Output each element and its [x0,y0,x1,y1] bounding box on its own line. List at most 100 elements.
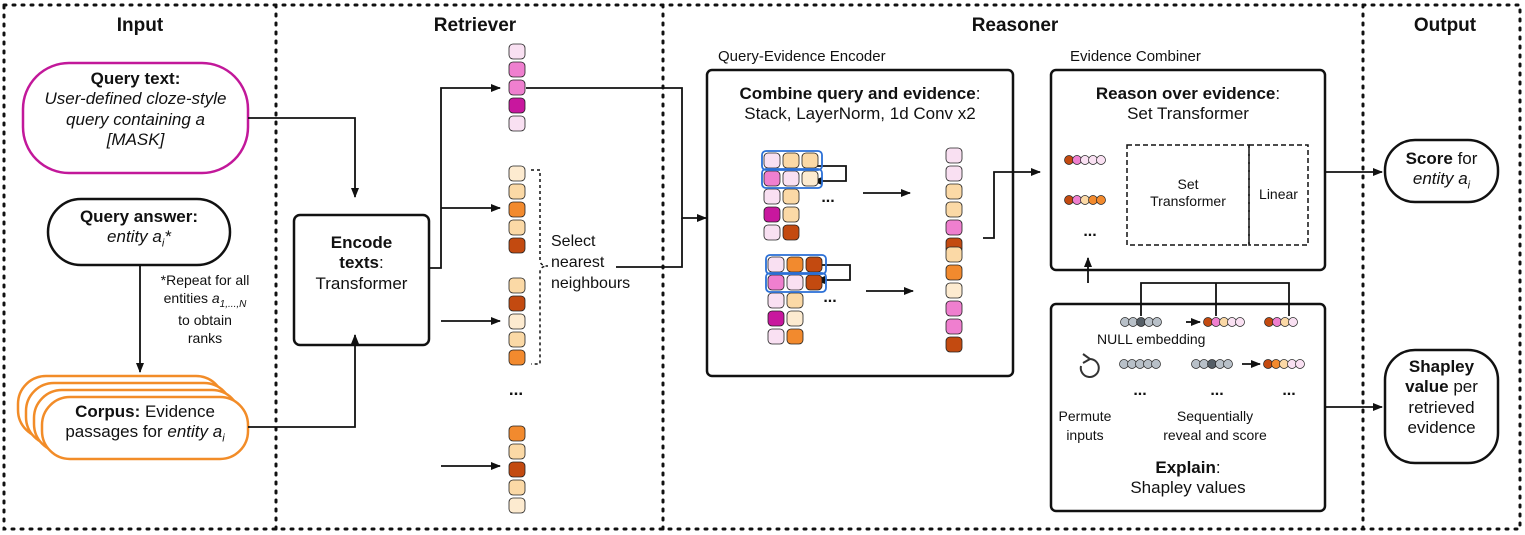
encoder-title: Combine query and evidence [739,84,976,103]
query-embedding-cell [508,43,526,60]
corpus-rest: Evidence [140,402,215,421]
query-embedding-cell [508,61,526,78]
encode-title: Encode [330,233,393,252]
corpus-line1: Corpus: Evidence [42,402,248,422]
selection-brace [531,169,549,365]
evidence-embedding-cell [508,165,526,182]
query-answer-title: Query answer: [79,207,199,226]
shapley-label: Shapley value per retrieved evidence [1385,357,1498,439]
corpus-line2: passages for entity ai [42,422,248,446]
combiner-label: Evidence Combiner [1070,48,1201,65]
combined-embedding-cell [945,165,963,182]
evidence-embedding-cell [508,237,526,254]
encoder-query-cell [767,292,785,309]
null-embedding-label: NULL embedding [1097,331,1206,347]
combiner-model: Set Transformer [1127,104,1249,124]
evidence-embedding-cell [508,331,526,348]
encoder-query-cell [763,152,781,169]
select-line1: Select [551,233,596,250]
shapley-rest: per [1448,377,1478,397]
refresh-icon [1079,353,1100,378]
shapley-box [1383,348,1500,465]
reveal-dot [1288,317,1298,327]
set-transformer-line2: Transformer [1150,192,1226,209]
combiner-title: Reason over evidence [1095,84,1276,103]
query-answer-entity-line: entity ai* [48,227,230,251]
reveal-line2: reveal and score [1163,426,1267,443]
combiner-input-dot [1096,155,1106,165]
combined-embedding-cell [945,147,963,164]
evidence-embedding-cell [508,277,526,294]
repeat-line2c: 1,...,N [219,298,247,310]
evidence-embedding-cell [508,443,526,460]
null-embedding-dot [1223,359,1233,369]
encoder-query-cell [767,274,785,291]
encoder-ellipsis-2: ... [823,289,837,306]
corpus-label: Corpus: Evidence passages for entity ai [42,402,248,446]
query-text-label: Query text: User-defined cloze-style que… [23,69,248,151]
evidence-embedding-cell [508,313,526,330]
query-embedding-cell [508,79,526,96]
encoder-evidence-cell [782,170,800,187]
encoder-query-cell [767,256,785,273]
linear-box [1248,144,1309,246]
repeat-note: *Repeat for all entities a1,...,N to obt… [140,271,270,347]
repeat-line2b: a [211,290,220,307]
encoder-query-cell [767,328,785,345]
null-embedding-dot [1151,359,1161,369]
shapley-bold2: value [1405,377,1449,397]
shapley-line4: evidence [1407,418,1476,438]
score-rest: for [1452,149,1478,168]
encoder-ellipsis-1: ... [821,189,835,206]
combined-embedding-cell [945,318,963,335]
encoder-evidence-cell [782,188,800,205]
select-neighbours-label: Select nearest neighbours [551,232,630,294]
encoder-evidence-cell [786,292,804,309]
repeat-line2: entities a1,...,N [140,289,270,311]
score-sub: i [1467,179,1471,192]
query-text-line2: query containing a [66,109,205,129]
encode-box [292,213,431,347]
query-embedding-cell [508,115,526,132]
score-line1: Score for [1385,149,1498,169]
conv-window [761,168,823,189]
repeat-line3: to obtain [178,311,232,328]
score-line2: entity ai [1385,169,1498,193]
section-header-reasoner: Reasoner [971,15,1059,36]
encoder-evidence-cell [786,256,804,273]
combiner-colon: : [1275,84,1281,103]
corpus-line2c: i [222,432,225,445]
reveal-dot [1295,359,1305,369]
query-embedding-cell [508,97,526,114]
permute-label: Permute inputs [1055,407,1115,445]
combiner-ellipsis: ... [1083,223,1097,240]
reveal-line1: Sequentially [1176,408,1254,424]
query-text-line1: User-defined cloze-style [44,89,227,109]
section-header-retriever: Retriever [433,15,517,36]
encoder-query-cell [767,310,785,327]
retriever-ellipsis: ... [508,380,524,399]
evidence-embedding-cell [508,183,526,200]
query-text-title: Query text: [90,69,181,88]
encoder-evidence-cell [805,256,823,273]
encode-line2: texts: [294,253,429,273]
query-answer-box [46,197,232,267]
null-embedding-dot [1152,317,1162,327]
repeat-line4: ranks [187,330,223,347]
shapley-line2: value per [1385,377,1498,397]
score-bold: Score [1405,149,1453,168]
encode-title2: texts [339,253,379,273]
encoder-evidence-cell [782,224,800,241]
section-header-output: Output [1413,15,1477,36]
encoder-evidence-cell [805,274,823,291]
select-line3: neighbours [551,274,631,292]
evidence-embedding-cell [508,425,526,442]
combined-embedding-cell [945,282,963,299]
explain-ellipsis-3: ... [1282,382,1296,399]
encoder-title-block: Combine query and evidence: Stack, Layer… [707,84,1013,125]
combined-embedding-cell [945,183,963,200]
corpus-stack [16,374,250,461]
encoder-evidence-cell [782,206,800,223]
explain-values: Shapley values [1130,478,1246,498]
evidence-embedding-cell [508,461,526,478]
